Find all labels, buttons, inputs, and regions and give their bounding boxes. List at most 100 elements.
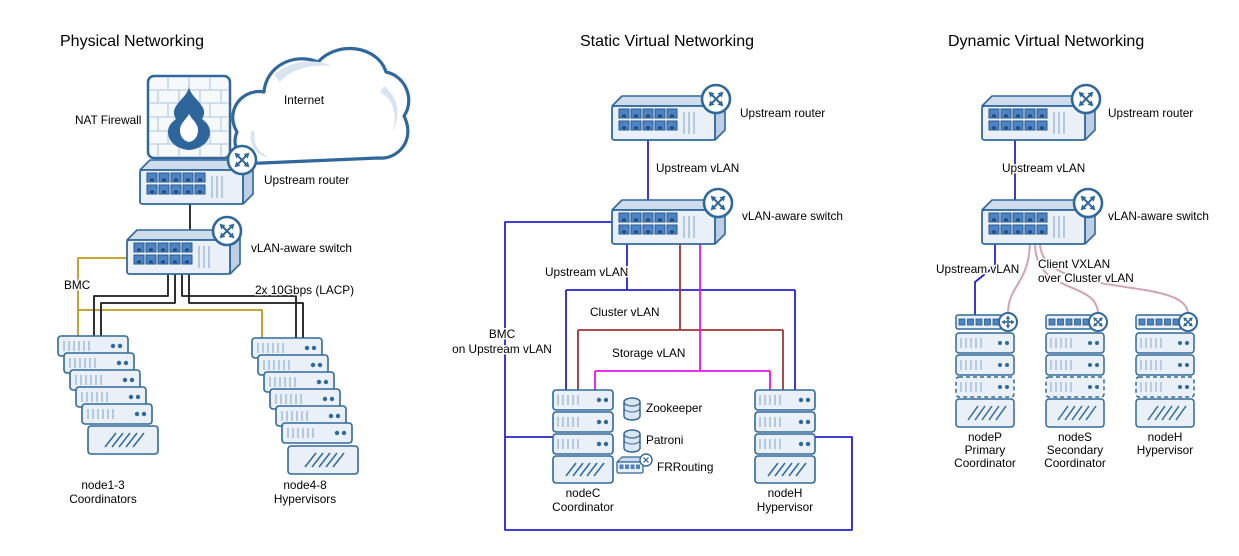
- client-vxlan-label-line1: Client VXLAN: [1038, 257, 1110, 271]
- router-icon: [1071, 186, 1105, 220]
- nodes-role2-label: Coordinator: [1044, 456, 1106, 470]
- upstream-vlan-link-label: Upstream vLAN: [656, 161, 739, 175]
- virtual-server-unit: [955, 376, 1015, 398]
- vlan-switch-label: vLAN-aware switch: [251, 241, 352, 255]
- upstream-vlan-label: Upstream vLAN: [936, 262, 1019, 276]
- nodeh-role-label: Hypervisor: [757, 500, 813, 514]
- upstream-vlan-link-label: Upstream vLAN: [1002, 161, 1085, 175]
- client-vxlan-wire-nodeh: [1039, 243, 1189, 315]
- nat-firewall-icon: [146, 74, 232, 160]
- virtual-server-unit: [1045, 376, 1105, 398]
- nat-firewall-label: NAT Firewall: [75, 113, 141, 127]
- nodep-role2-label: Coordinator: [954, 456, 1016, 470]
- lacp-wire-hyp-2: [188, 274, 304, 338]
- server-unit: [955, 332, 1015, 354]
- lacp-label: 2x 10Gbps (LACP): [255, 283, 354, 297]
- bmc-label: BMC: [64, 278, 91, 292]
- server-unit: [1135, 354, 1195, 376]
- internet-cloud: [231, 46, 411, 165]
- router-icon: [701, 186, 735, 220]
- server-unit: [81, 403, 153, 425]
- server-nodec: [552, 389, 614, 484]
- server-unit: [754, 433, 816, 455]
- bmc-wire: [77, 257, 263, 338]
- panel-static-virtual-networking: Static Virtual Networking Upstream route…: [451, 32, 853, 531]
- server-unit: [1135, 332, 1195, 354]
- nodep-role1-label: Primary: [965, 443, 1006, 457]
- lacp-wire-hyp-1: [181, 274, 297, 338]
- server-vent-panel: [287, 445, 359, 475]
- server-stack-nodes: [1045, 314, 1105, 428]
- router-icon: [225, 143, 259, 177]
- server-unit: [955, 354, 1015, 376]
- upstream-router-label: Upstream router: [264, 173, 349, 187]
- server-stack-coordinators: [57, 335, 159, 455]
- server-unit: [754, 411, 816, 433]
- bmc-label-line2: on Upstream vLAN: [452, 342, 552, 356]
- panel-title-physical: Physical Networking: [60, 33, 204, 50]
- server-vent-panel: [955, 398, 1015, 428]
- nodec-name-label: nodeC: [566, 486, 601, 500]
- patroni-database-icon: [623, 429, 641, 453]
- router-icon: [1069, 82, 1103, 116]
- server-nodeh: [754, 389, 816, 484]
- virtual-router-x-icon: [1174, 308, 1202, 336]
- patroni-label: Patroni: [646, 433, 683, 447]
- bmc-upstream-vlan-wire: [504, 221, 853, 531]
- client-vxlan-label-line2: over Cluster vLAN: [1038, 271, 1134, 285]
- cluster-vlan-bus-wire: [577, 244, 784, 390]
- server-unit: [552, 389, 614, 411]
- virtual-router-plus-icon: [998, 312, 1018, 332]
- nodep-name-label: nodeP: [968, 430, 1002, 444]
- zookeeper-database-icon: [623, 397, 641, 421]
- server-unit: [1045, 332, 1105, 354]
- lacp-wire-coord-2: [100, 274, 176, 336]
- server-stack-nodeh: [1135, 314, 1195, 428]
- upstream-router-label: Upstream router: [740, 106, 825, 120]
- lacp-wire-coord-1: [93, 274, 169, 336]
- server-vent-panel: [1135, 398, 1195, 428]
- nodeh-role-label: Hypervisor: [1137, 443, 1193, 457]
- storage-vlan-bus-wire: [594, 244, 771, 390]
- server-vent-panel: [754, 455, 816, 484]
- server-stack-nodep: [955, 312, 1018, 428]
- uplink-ports-bar: [1135, 314, 1183, 330]
- frrouting-icon: [616, 453, 653, 474]
- storage-vlan-label: Storage vLAN: [612, 346, 685, 360]
- router-icon: [699, 82, 733, 116]
- nodeh-name-label: nodeH: [1148, 430, 1183, 444]
- bmc-label-line1: BMC: [489, 327, 516, 341]
- hypervisors-role-label: Hypervisors: [274, 492, 336, 506]
- panel-title-dynamic-virtual: Dynamic Virtual Networking: [948, 33, 1144, 50]
- frrouting-label: FRRouting: [657, 460, 713, 474]
- cluster-vlan-label: Cluster vLAN: [590, 305, 660, 319]
- panel-dynamic-virtual-networking: Dynamic Virtual Networking Upstream rout…: [935, 32, 1211, 472]
- server-unit: [552, 433, 614, 455]
- server-vent-panel: [1045, 398, 1105, 428]
- vlan-switch-label: vLAN-aware switch: [742, 209, 843, 223]
- router-icon: [210, 214, 244, 248]
- uplink-ports-bar: [1045, 314, 1093, 330]
- hypervisors-name-label: node4-8: [283, 478, 327, 492]
- client-vxlan-wire-nodep: [1007, 243, 1031, 315]
- internet-label: Internet: [284, 93, 325, 107]
- upstream-vlan-label: Upstream vLAN: [545, 265, 628, 279]
- coordinators-role-label: Coordinators: [69, 492, 137, 506]
- virtual-router-x-icon: [1084, 308, 1112, 336]
- server-unit: [552, 411, 614, 433]
- server-unit: [281, 422, 353, 444]
- server-unit: [754, 389, 816, 411]
- client-vxlan-wire-nodes: [1034, 243, 1099, 315]
- coordinators-name-label: node1-3: [81, 478, 125, 492]
- server-vent-panel: [552, 455, 614, 484]
- upstream-vlan-wire: [974, 244, 996, 315]
- panel-title-static-virtual: Static Virtual Networking: [580, 33, 754, 50]
- virtual-server-unit: [1135, 376, 1195, 398]
- server-unit: [1045, 354, 1105, 376]
- uplink-ports-bar: [955, 314, 1003, 330]
- nodeh-name-label: nodeH: [768, 486, 803, 500]
- panel-physical-networking: Physical Networking Internet NAT Firewal…: [57, 32, 411, 508]
- server-vent-panel: [87, 425, 159, 455]
- nodes-name-label: nodeS: [1058, 430, 1092, 444]
